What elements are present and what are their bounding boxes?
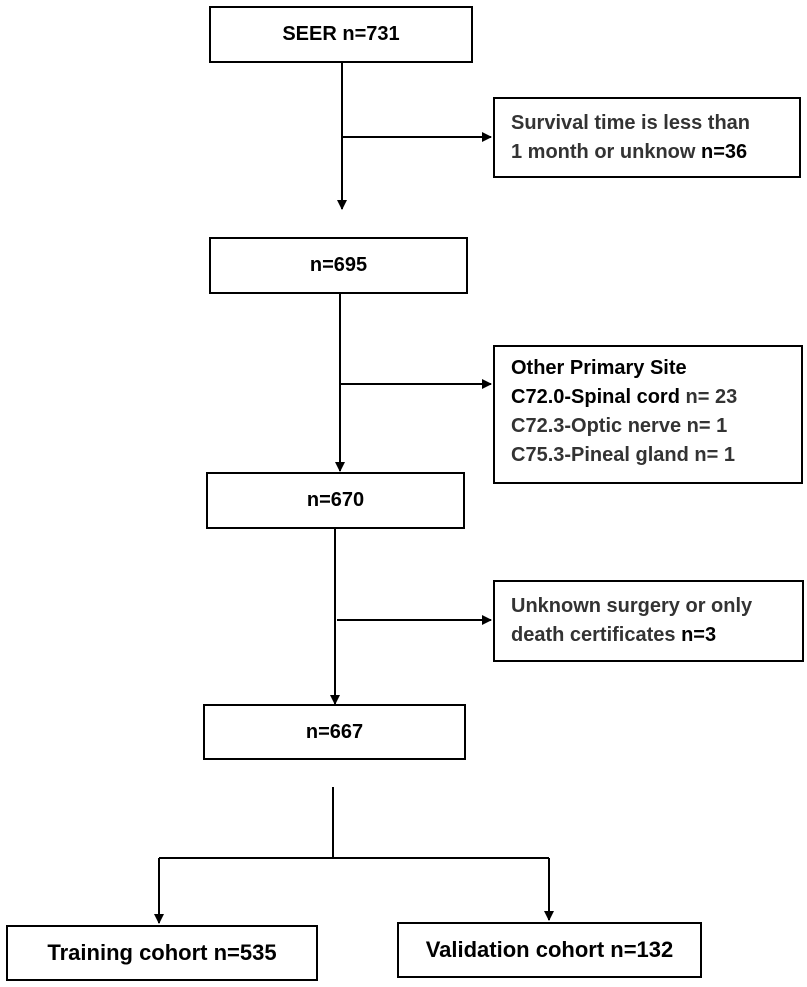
box-n-695: n=695: [209, 237, 468, 294]
exclusion-3-line-1: Unknown surgery or only: [511, 595, 753, 617]
exclusion-2-item-2-text: C72.3-Optic nerve: [511, 415, 687, 437]
box-validation-cohort: Validation cohort n=132: [397, 922, 702, 978]
box-seer-total-label: SEER n=731: [282, 23, 400, 45]
box-n-667-label: n=667: [305, 720, 364, 743]
exclusion-box-surgery: Unknown surgery or only death certificat…: [493, 580, 804, 662]
box-n-667: n=667: [203, 704, 466, 760]
box-n-670: n=670: [206, 472, 465, 529]
exclusion-1-line-2: 1 month or unknow: [511, 141, 701, 163]
exclusion-box-survival: Survival time is less than 1 month or un…: [493, 97, 801, 178]
box-n-695-label: n=695: [309, 254, 368, 276]
exclusion-2-heading: Other Primary Site: [511, 357, 687, 379]
exclusion-1-line-1: Survival time is less than: [511, 112, 750, 134]
box-n-670-label: n=670: [306, 489, 365, 511]
validation-cohort-label: Validation cohort n=132: [425, 937, 674, 962]
box-training-cohort: Training cohort n=535: [6, 925, 318, 981]
training-cohort-label: Training cohort n=535: [47, 940, 277, 965]
exclusion-2-item-2-count: n= 1: [686, 415, 728, 437]
exclusion-3-line-2: death certificates: [511, 624, 682, 646]
exclusion-3-count: n=3: [681, 624, 717, 646]
exclusion-box-primary-site: Other Primary Site C72.0-Spinal cord n= …: [493, 345, 803, 484]
exclusion-2-item-1-count: n= 23: [685, 386, 738, 408]
box-seer-total: SEER n=731: [209, 6, 473, 63]
exclusion-2-item-1-text: C72.0-Spinal cord: [511, 386, 686, 408]
exclusion-1-count: n=36: [701, 141, 748, 163]
exclusion-2-item-3-text: C75.3-Pineal gland: [511, 444, 695, 466]
exclusion-2-item-3-count: n= 1: [694, 444, 735, 466]
